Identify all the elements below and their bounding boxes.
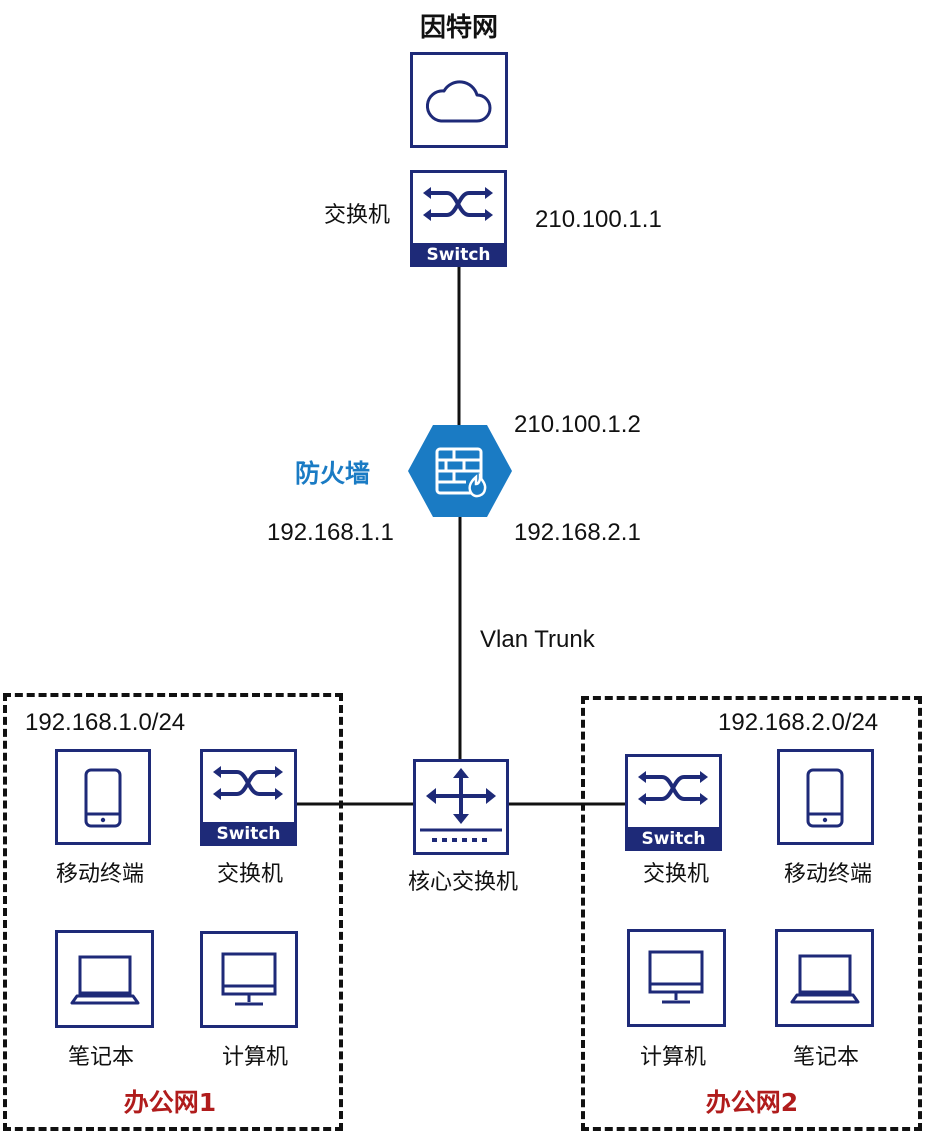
firewall-ip-left: 192.168.1.1	[267, 519, 394, 546]
office2-switch-label: 交换机	[642, 862, 710, 887]
laptop-icon	[790, 954, 860, 1004]
office2-computer-label: 计算机	[639, 1045, 707, 1070]
switch-tag: Switch	[203, 819, 294, 844]
core-switch-icon	[420, 768, 502, 842]
internet-node[interactable]	[410, 52, 508, 148]
desktop-monitor-icon	[648, 950, 704, 1004]
office1-area	[3, 693, 343, 1131]
desktop-monitor-icon	[221, 952, 277, 1006]
office1-laptop-node[interactable]	[55, 930, 154, 1028]
cloud-icon	[425, 80, 492, 123]
office2-mobile-node[interactable]	[777, 749, 874, 845]
office2-area	[581, 696, 922, 1131]
office2-computer-node[interactable]	[627, 929, 726, 1027]
laptop-icon	[70, 955, 140, 1005]
switch-arrows-icon	[213, 766, 283, 800]
office1-mobile-label: 移动终端	[55, 862, 145, 887]
office1-subnet: 192.168.1.0/24	[25, 709, 186, 736]
office1-mobile-node[interactable]	[55, 749, 151, 845]
trunk-label: Vlan Trunk	[480, 626, 595, 653]
top-switch-label: 交换机	[323, 203, 391, 228]
core-switch-node[interactable]	[413, 759, 509, 855]
switch-tag: Switch	[413, 240, 504, 265]
office1-computer-label: 计算机	[221, 1045, 289, 1070]
office2-switch-node[interactable]: Switch	[625, 754, 722, 851]
firewall-ip-outer: 210.100.1.2	[514, 411, 641, 438]
mobile-phone-icon	[806, 768, 844, 828]
core-switch-label: 核心交换机	[407, 870, 519, 895]
top-switch-ip: 210.100.1.1	[535, 206, 662, 233]
office2-name: 办公网2	[705, 1088, 799, 1117]
office2-laptop-node[interactable]	[775, 929, 874, 1027]
internet-label: 因特网	[419, 13, 499, 43]
mobile-phone-icon	[84, 768, 122, 828]
top-switch-node[interactable]: Switch	[410, 170, 507, 267]
office2-subnet: 192.168.2.0/24	[718, 709, 879, 736]
firewall-ip-right: 192.168.2.1	[514, 519, 641, 546]
office1-switch-label: 交换机	[216, 862, 284, 887]
switch-arrows-icon	[423, 187, 493, 221]
switch-arrows-icon	[638, 771, 708, 805]
office1-computer-node[interactable]	[200, 931, 298, 1028]
office1-switch-node[interactable]: Switch	[200, 749, 297, 846]
office2-mobile-label: 移动终端	[783, 862, 873, 887]
switch-tag: Switch	[628, 824, 719, 849]
firewall-icon[interactable]	[406, 423, 514, 519]
firewall-label: 防火墙	[295, 459, 371, 488]
office2-laptop-label: 笔记本	[792, 1045, 860, 1070]
office1-laptop-label: 笔记本	[67, 1045, 135, 1070]
office1-name: 办公网1	[123, 1088, 217, 1117]
